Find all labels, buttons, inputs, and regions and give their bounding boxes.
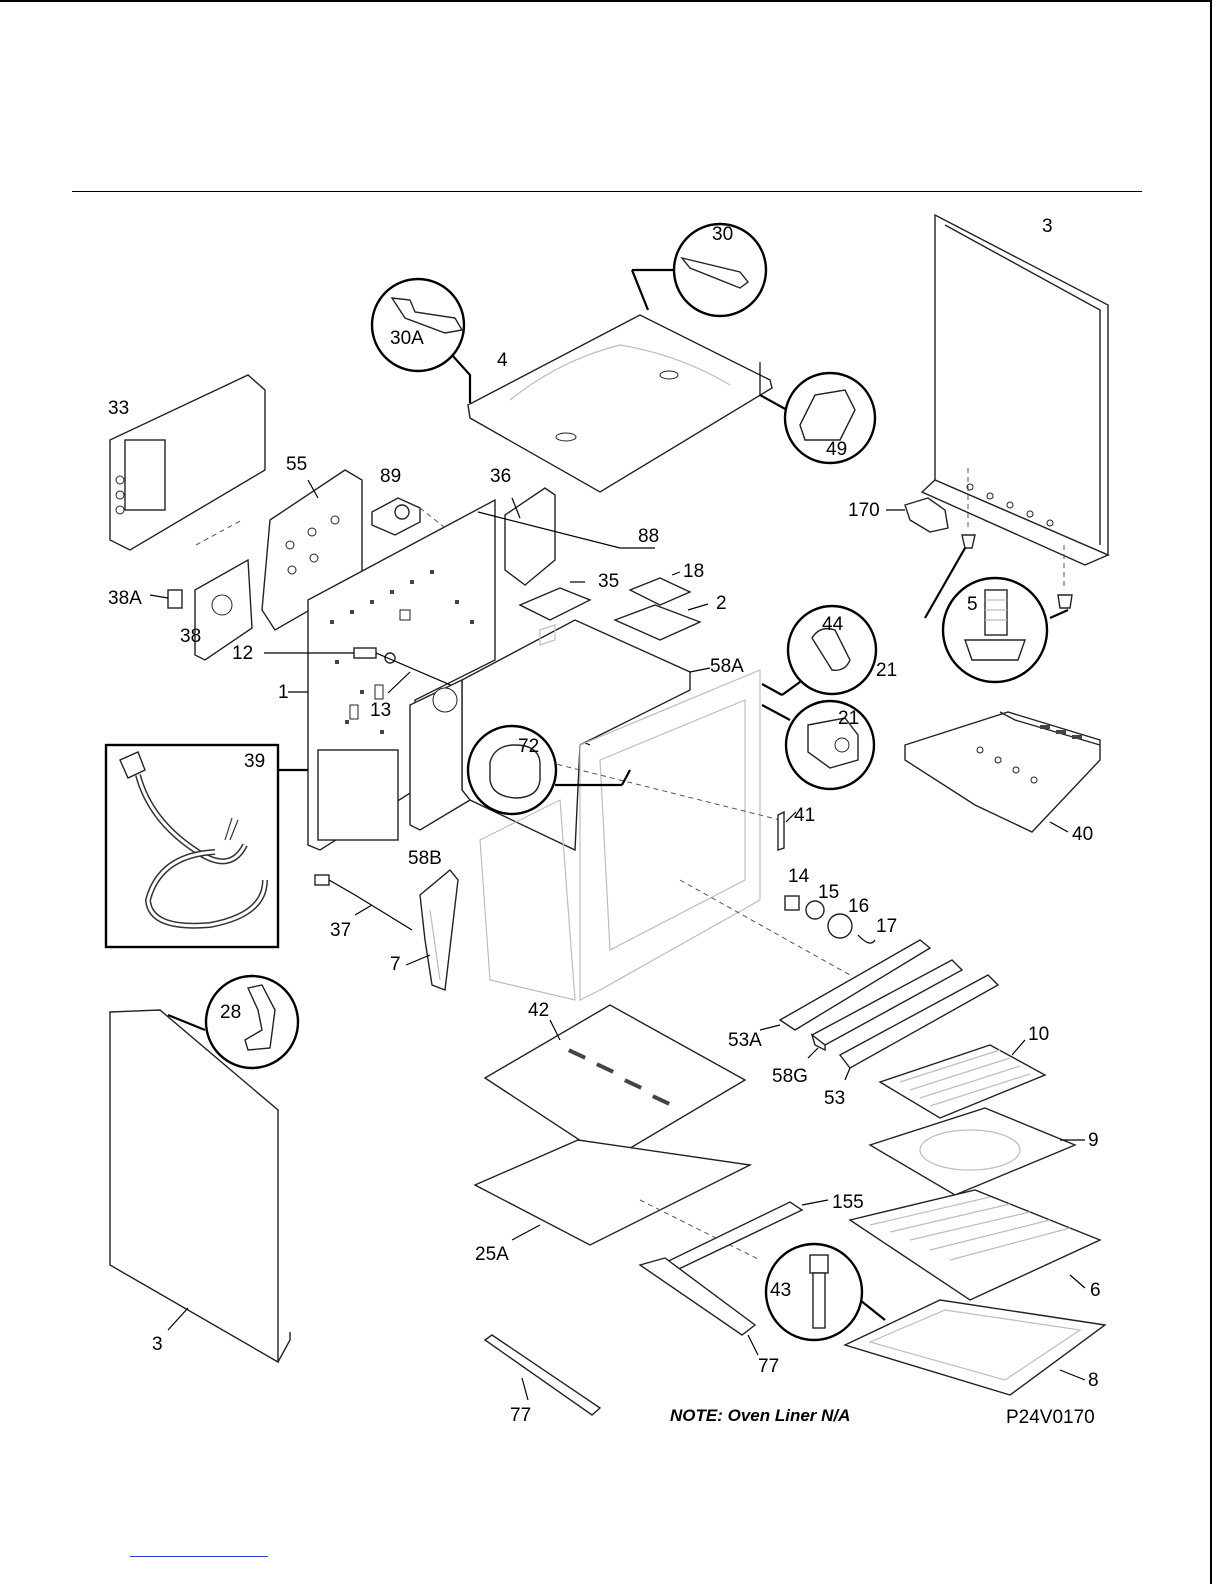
oven-liner-note: NOTE: Oven Liner N/A	[670, 1406, 850, 1425]
label-2: 2	[716, 593, 727, 614]
part-15-bulb	[806, 901, 824, 919]
label-8: 8	[1088, 1370, 1099, 1391]
label-3-top: 3	[1042, 216, 1053, 237]
label-37: 37	[330, 920, 351, 941]
label-170: 170	[848, 500, 880, 521]
label-40: 40	[1072, 824, 1093, 845]
label-33: 33	[108, 398, 129, 419]
label-53a: 53A	[728, 1030, 762, 1051]
part-2-heat-shield	[615, 604, 708, 640]
part-4-top-panel	[468, 315, 772, 492]
label-28: 28	[220, 1002, 241, 1023]
part-16-lamp-cover	[828, 914, 852, 938]
callout-44	[762, 606, 876, 695]
part-58b-side-insulation	[410, 680, 470, 830]
label-36: 36	[490, 466, 511, 487]
label-3-bottom: 3	[152, 1334, 163, 1355]
label-58g: 58G	[772, 1066, 808, 1087]
label-13: 13	[370, 700, 391, 721]
label-44: 44	[822, 614, 844, 635]
part-77-rail-b	[485, 1335, 600, 1415]
part-14-lamp-socket	[785, 896, 799, 910]
label-9: 9	[1088, 1130, 1099, 1151]
label-10: 10	[1028, 1024, 1049, 1045]
part-36-vent-duct	[505, 488, 555, 585]
part-33-back-shield	[110, 375, 265, 550]
label-42: 42	[528, 1000, 549, 1021]
callout-39-power-cord	[106, 745, 308, 947]
label-49: 49	[826, 439, 847, 460]
label-30: 30	[712, 224, 733, 245]
part-89-thermostat	[372, 498, 448, 535]
part-6-oven-rack	[850, 1190, 1100, 1300]
label-18: 18	[683, 561, 704, 582]
label-89: 89	[380, 466, 401, 487]
label-12: 12	[232, 643, 253, 664]
label-14: 14	[788, 866, 810, 887]
label-53: 53	[824, 1088, 845, 1109]
label-77-a: 77	[758, 1356, 779, 1377]
label-15: 15	[818, 882, 839, 903]
label-43: 43	[770, 1280, 791, 1301]
label-38: 38	[180, 626, 201, 647]
label-5: 5	[967, 594, 978, 615]
label-35: 35	[598, 571, 619, 592]
label-58b: 58B	[408, 848, 442, 869]
label-16: 16	[848, 896, 869, 917]
label-25a: 25A	[475, 1244, 509, 1265]
part-18-bracket	[630, 572, 690, 605]
label-1: 1	[278, 682, 289, 703]
part-10-broiler-grid	[880, 1040, 1045, 1118]
label-38a: 38A	[108, 588, 142, 609]
label-39: 39	[244, 751, 265, 772]
label-155: 155	[832, 1192, 864, 1213]
label-88: 88	[638, 526, 659, 547]
label-77-b: 77	[510, 1405, 531, 1426]
part-9-broiler-pan	[870, 1108, 1085, 1195]
label-7: 7	[390, 954, 401, 975]
label-6: 6	[1090, 1280, 1101, 1301]
part-42-oven-bottom	[485, 1005, 745, 1160]
part-3-side-panel-right	[922, 215, 1108, 590]
part-170-leveler-bracket	[886, 498, 948, 532]
label-58a: 58A	[710, 656, 744, 677]
label-21-b: 21	[838, 708, 859, 729]
diagram-code: P24V0170	[1006, 1407, 1095, 1428]
part-7-door-hinge	[406, 870, 458, 990]
part-35-gasket	[520, 582, 590, 620]
part-8-drip-tray	[845, 1300, 1105, 1395]
callout-49	[760, 373, 875, 463]
label-72: 72	[518, 736, 539, 757]
label-55: 55	[286, 454, 307, 475]
label-17: 17	[876, 916, 897, 937]
label-41: 41	[794, 805, 815, 826]
label-4: 4	[497, 350, 508, 371]
part-40-vent-tray	[905, 712, 1100, 832]
callout-5	[925, 535, 1072, 682]
part-77-rail-a	[640, 1258, 758, 1355]
callout-30	[632, 224, 766, 316]
label-30a: 30A	[390, 328, 424, 349]
label-21-a: 21	[876, 660, 897, 681]
part-17-clip	[858, 935, 875, 943]
footer-link-underline[interactable]	[130, 1556, 268, 1557]
